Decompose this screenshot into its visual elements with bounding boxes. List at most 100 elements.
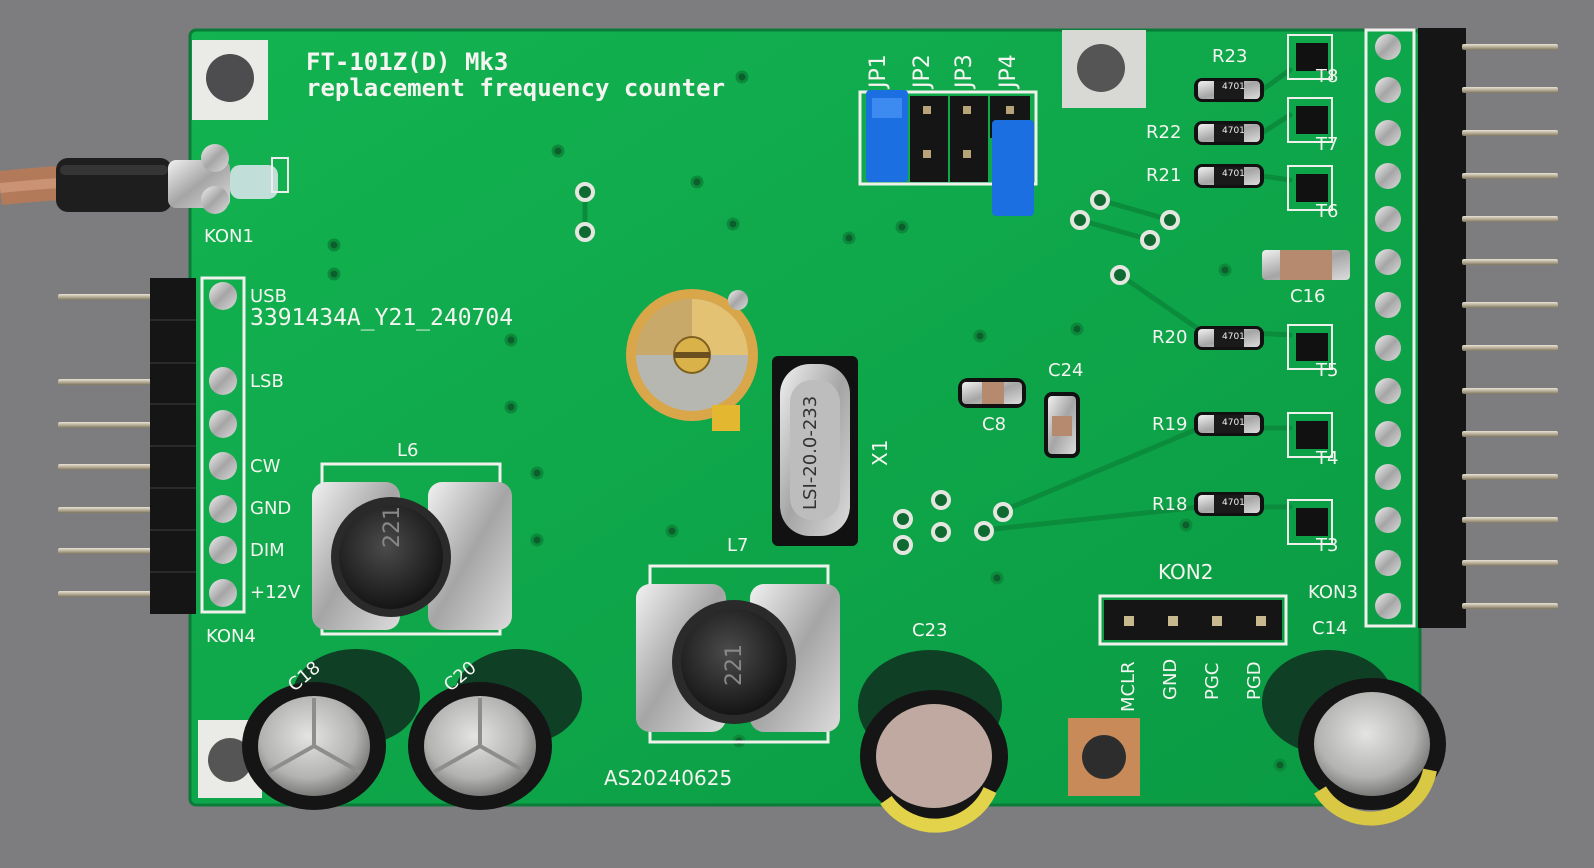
smd-components	[1194, 34, 1333, 545]
t6-label: T6	[1316, 201, 1339, 222]
r19-code: 4701	[1222, 418, 1245, 428]
kon4-label: KON4	[206, 626, 256, 647]
transistor-body	[1296, 333, 1328, 361]
r22-code: 4701	[1222, 126, 1245, 136]
kon3-pin	[1462, 302, 1558, 308]
r23-label: R23	[1212, 46, 1248, 67]
kon4-pin-12v: +12V	[250, 582, 301, 603]
kon3-pin	[1462, 87, 1558, 93]
x1-marking: LSI-20.0-233	[800, 395, 821, 510]
board-title-line1: FT-101Z(D) Mk3	[306, 48, 509, 76]
l6-code: 221	[380, 506, 405, 548]
jp3-label: JP3	[952, 54, 977, 88]
transistor-body	[1296, 43, 1328, 71]
kon2-pin-gnd: GND	[1160, 658, 1181, 700]
resistor-chip	[1214, 415, 1244, 433]
coax-cable	[0, 144, 289, 214]
x1-label: X1	[868, 439, 892, 466]
trimmer-capacitor	[626, 289, 758, 431]
r18-label: R18	[1152, 494, 1188, 515]
kon4-pin-usb: USB	[250, 286, 287, 307]
kon3-pin	[1462, 44, 1558, 50]
kon3-header	[1364, 28, 1558, 628]
transistor-outline	[1287, 34, 1333, 80]
r21-label: R21	[1146, 165, 1182, 186]
kon3-pad	[1375, 292, 1401, 318]
kon3-pin	[1462, 560, 1558, 566]
kon3-pin	[1462, 431, 1558, 437]
kon3-pin	[1462, 517, 1558, 523]
kon3-pad	[1375, 163, 1401, 189]
l6-label: L6	[397, 440, 419, 461]
jp1-label: JP1	[866, 54, 891, 88]
t5-label: T5	[1316, 360, 1339, 381]
resistor-chip	[1214, 495, 1244, 513]
kon3-pin	[1462, 345, 1558, 351]
transistor-outline	[1287, 165, 1333, 211]
inductor-l7	[636, 564, 840, 744]
jumper-block	[858, 90, 1038, 216]
transistor-body	[1296, 106, 1328, 134]
kon3-pin	[1462, 474, 1558, 480]
jp4-shunt	[992, 120, 1034, 216]
kon2-pin-pgd: PGD	[1244, 661, 1265, 700]
t4-label: T4	[1316, 448, 1339, 469]
crystal-x1	[772, 356, 858, 546]
kon4-header	[58, 276, 246, 614]
l7-code: 221	[722, 644, 747, 686]
kon3-pad	[1375, 593, 1401, 619]
kon3-label: KON3	[1308, 582, 1358, 603]
board-title-line2: replacement frequency counter	[306, 74, 726, 102]
transistor-outline	[1287, 324, 1333, 370]
kon3-pin	[1462, 216, 1558, 222]
kon3-pin	[1462, 173, 1558, 179]
kon3-pad	[1375, 378, 1401, 404]
board-version: AS20240625	[604, 766, 733, 790]
c14-label: C14	[1312, 618, 1348, 639]
cap-c20	[408, 649, 582, 810]
kon3-pad	[1375, 120, 1401, 146]
kon4-pin-dim: DIM	[250, 540, 285, 561]
jp2-label: JP2	[910, 54, 935, 88]
kon3-pad	[1375, 507, 1401, 533]
transistor-body	[1296, 421, 1328, 449]
c24-label: C24	[1048, 360, 1084, 381]
t8-label: T8	[1316, 66, 1339, 87]
smd-capacitors	[958, 250, 1350, 458]
kon3-pin	[1462, 259, 1558, 265]
l7-label: L7	[727, 535, 749, 556]
r21-code: 4701	[1222, 169, 1245, 179]
kon3-pad	[1375, 34, 1401, 60]
kon2-pin-mclr: MCLR	[1118, 661, 1139, 712]
transistor-outline	[1287, 499, 1333, 545]
kon1-label: KON1	[204, 226, 254, 247]
resistor-chip	[1214, 81, 1244, 99]
c16-label: C16	[1290, 286, 1326, 307]
r19-label: R19	[1152, 414, 1188, 435]
transistor-body	[1296, 508, 1328, 536]
c23-label: C23	[912, 620, 948, 641]
r22-label: R22	[1146, 122, 1182, 143]
r20-code: 4701	[1222, 332, 1245, 342]
inductor-l6	[312, 462, 512, 636]
transistor-outline	[1287, 412, 1333, 458]
kon4-pin-cw: CW	[250, 456, 281, 477]
jp4-label: JP4	[996, 54, 1021, 88]
kon3-pad	[1375, 464, 1401, 490]
kon3-pin	[1462, 603, 1558, 609]
r20-label: R20	[1152, 327, 1188, 348]
c8-label: C8	[982, 414, 1007, 435]
kon2-label: KON2	[1158, 560, 1214, 584]
kon3-pad	[1375, 421, 1401, 447]
kon4-pin-lsb: LSB	[250, 371, 284, 392]
r18-code: 4701	[1222, 498, 1245, 508]
cap-c23	[858, 650, 1008, 833]
kon2-pin-pgc: PGC	[1202, 662, 1223, 700]
kon3-pin	[1462, 388, 1558, 394]
r23-code: 4701	[1222, 82, 1245, 92]
kon3-pad	[1375, 206, 1401, 232]
kon4-pin-gnd: GND	[250, 498, 292, 519]
board-serial: 3391434A_Y21_240704	[250, 305, 514, 331]
kon3-pad	[1375, 77, 1401, 103]
kon3-pin	[1462, 130, 1558, 136]
